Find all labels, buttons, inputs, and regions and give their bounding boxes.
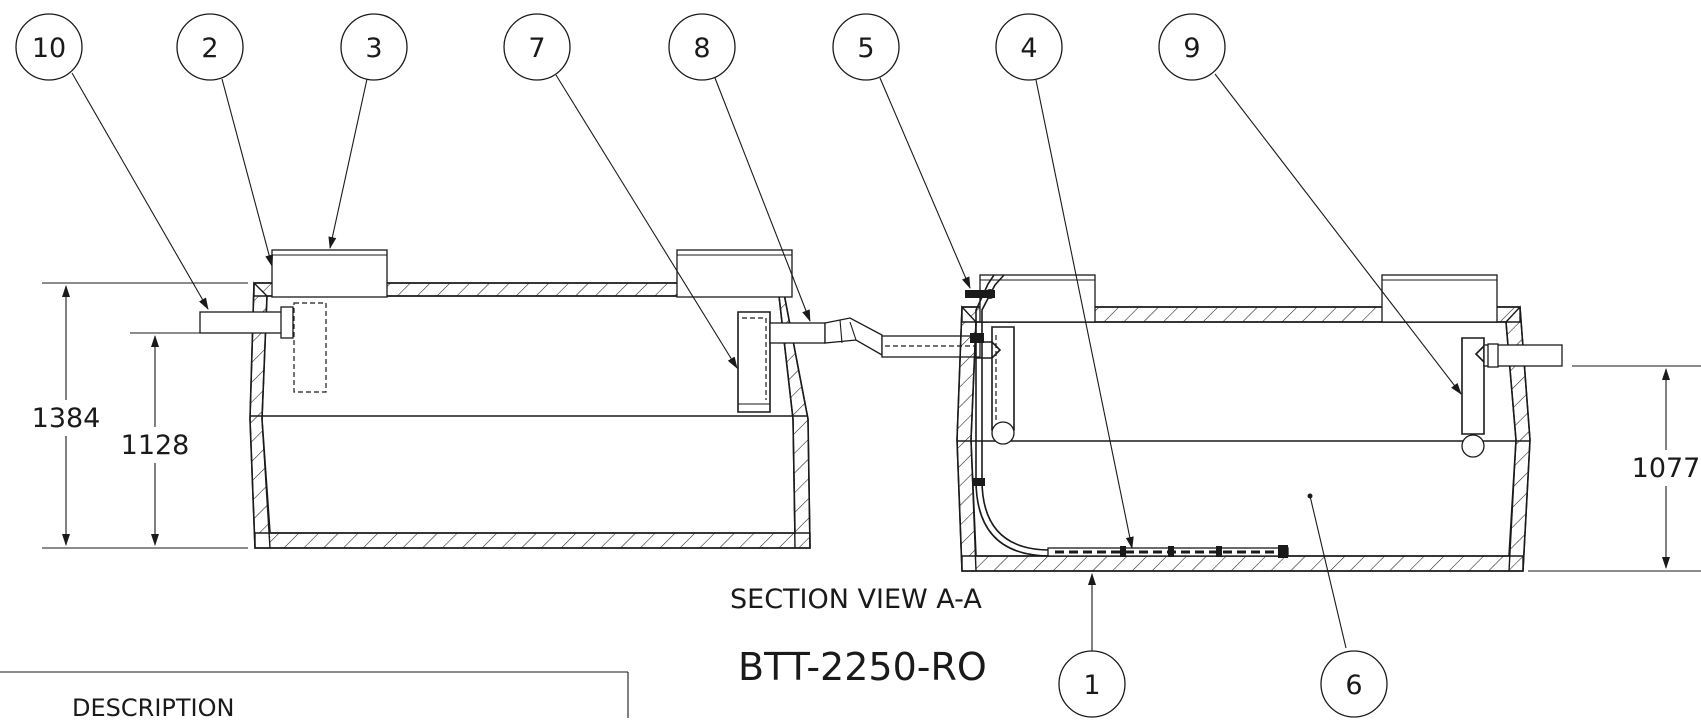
right-tank-riser-1 bbox=[979, 274, 1096, 323]
svg-text:8: 8 bbox=[693, 33, 710, 64]
balloon-3: 3 bbox=[340, 13, 408, 81]
right-tank-riser-2 bbox=[1381, 274, 1498, 323]
description-table-header: DESCRIPTION bbox=[72, 694, 234, 718]
balloon-5: 5 bbox=[832, 13, 900, 81]
description-table: DESCRIPTION bbox=[0, 671, 629, 722]
right-tank-wall bbox=[956, 305, 1531, 572]
left-transfer-tee bbox=[737, 311, 771, 413]
balloon-7: 7 bbox=[503, 13, 571, 81]
svg-text:7: 7 bbox=[528, 33, 545, 64]
left-tank-riser-1 bbox=[271, 249, 388, 298]
right-outlet-tee bbox=[1461, 337, 1563, 458]
balloon-8: 8 bbox=[668, 13, 736, 81]
right-tank bbox=[956, 274, 1563, 572]
dimension-outlet-height: 1077 bbox=[1632, 453, 1701, 484]
balloon-10: 10 bbox=[15, 13, 83, 81]
left-tank bbox=[199, 249, 981, 549]
svg-text:2: 2 bbox=[201, 33, 218, 64]
left-inlet-pipe bbox=[199, 302, 327, 393]
svg-text:5: 5 bbox=[857, 33, 874, 64]
diffuser bbox=[1047, 545, 1289, 558]
balloon-4: 4 bbox=[995, 13, 1063, 81]
right-inlet-tee bbox=[976, 326, 1015, 445]
svg-text:6: 6 bbox=[1345, 670, 1362, 701]
section-view-label: SECTION VIEW A-A bbox=[730, 584, 982, 615]
svg-text:1: 1 bbox=[1083, 670, 1100, 701]
svg-text:4: 4 bbox=[1020, 33, 1037, 64]
model-title: BTT-2250-RO bbox=[738, 645, 987, 689]
svg-text:3: 3 bbox=[365, 33, 382, 64]
leader-lines bbox=[71, 72, 1462, 651]
balloon-6: 6 bbox=[1320, 650, 1388, 718]
svg-text:9: 9 bbox=[1183, 33, 1200, 64]
dimension-inlet-height: 1128 bbox=[121, 430, 190, 461]
balloon-2: 2 bbox=[176, 13, 244, 81]
svg-text:10: 10 bbox=[32, 33, 66, 64]
balloon-9: 9 bbox=[1158, 13, 1226, 81]
left-tank-riser-2 bbox=[676, 249, 793, 298]
dimension-overall-height: 1384 bbox=[32, 403, 101, 434]
transfer-pipe bbox=[769, 317, 981, 358]
balloon-1: 1 bbox=[1058, 650, 1126, 718]
air-line bbox=[965, 274, 1051, 557]
